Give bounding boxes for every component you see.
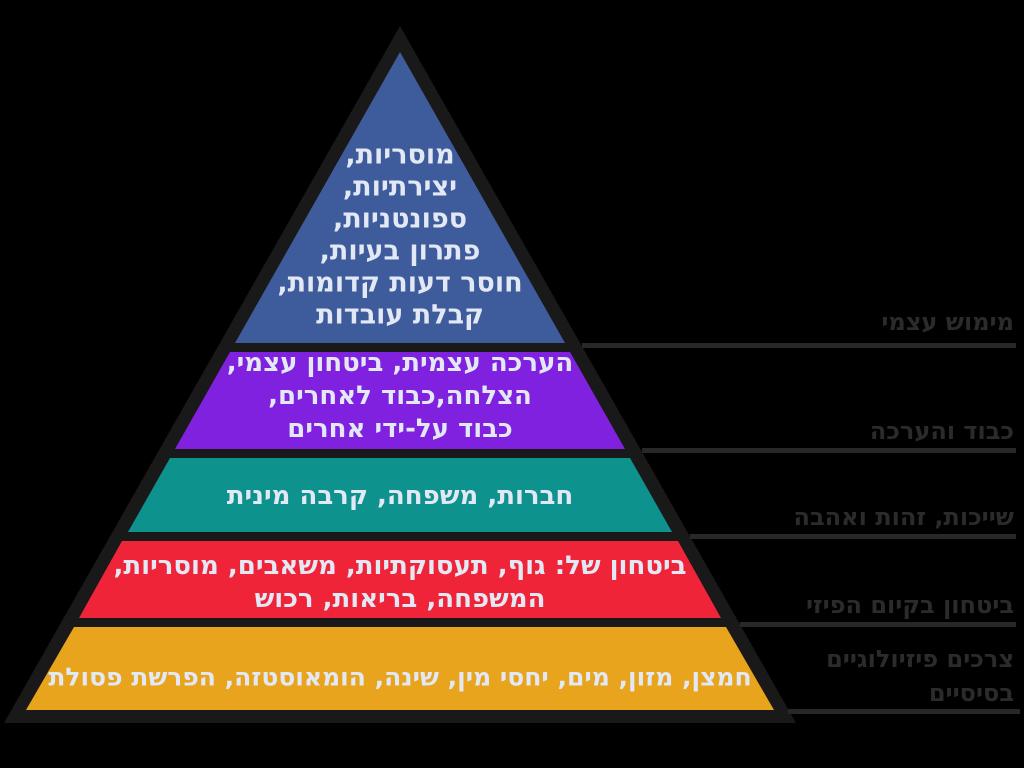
level-text-line: כבוד על-ידי אחרים — [287, 414, 513, 444]
level-text-line: פתרון בעיות, — [319, 235, 481, 267]
level-text-line: יצירתיות, — [342, 171, 458, 203]
side-label-belonging: שייכות, זהות ואהבה — [793, 503, 1014, 531]
connector-line-esteem — [642, 448, 1016, 453]
side-label-esteem: כבוד והערכה — [869, 417, 1014, 445]
level-text-line: חמצן, מזון, מים, יחסי מין, שינה, הומאוסט… — [48, 662, 752, 692]
level-safety-shape — [79, 541, 721, 618]
connector-line-belonging — [690, 534, 1016, 539]
side-label-self-actualization: מימוש עצמי — [881, 308, 1014, 336]
side-label-physiological-line-2: בסיסיים — [928, 679, 1014, 707]
level-physiological-shape — [26, 627, 774, 710]
level-esteem-shape — [175, 352, 625, 449]
side-label-safety: ביטחון בקיום הפיזי — [805, 591, 1014, 619]
level-text-line: חוסר דעות קדומות, — [277, 267, 523, 299]
level-belonging-shape — [128, 458, 672, 532]
level-self-actualization-shape — [235, 52, 565, 343]
side-label-physiological-line-1: צרכים פיזיולוגיים — [826, 645, 1014, 673]
level-text-line: הצלחה,כבוד לאחרים, — [268, 381, 532, 411]
level-text-line: חברות, משפחה, קרבה מינית — [226, 481, 574, 511]
connector-line-physiological — [788, 709, 1020, 714]
level-text-line: מוסריות, — [345, 139, 455, 171]
level-text-line: המשפחה, בריאות, רכוש — [254, 584, 546, 614]
connector-line-self-actualization — [582, 343, 1016, 348]
level-text-line: ספונטניות, — [332, 203, 468, 235]
side-label-physiological: צרכים פיזיולוגיים בסיסיים — [826, 642, 1014, 710]
level-text-line: הערכה עצמית, ביטחון עצמי, — [226, 348, 574, 378]
level-text-line: קבלת עובדות — [316, 299, 484, 331]
level-text-line: ביטחון של: גוף, תעסוקתיות, משאבים, מוסרי… — [113, 551, 687, 581]
connector-line-safety — [740, 622, 1016, 627]
